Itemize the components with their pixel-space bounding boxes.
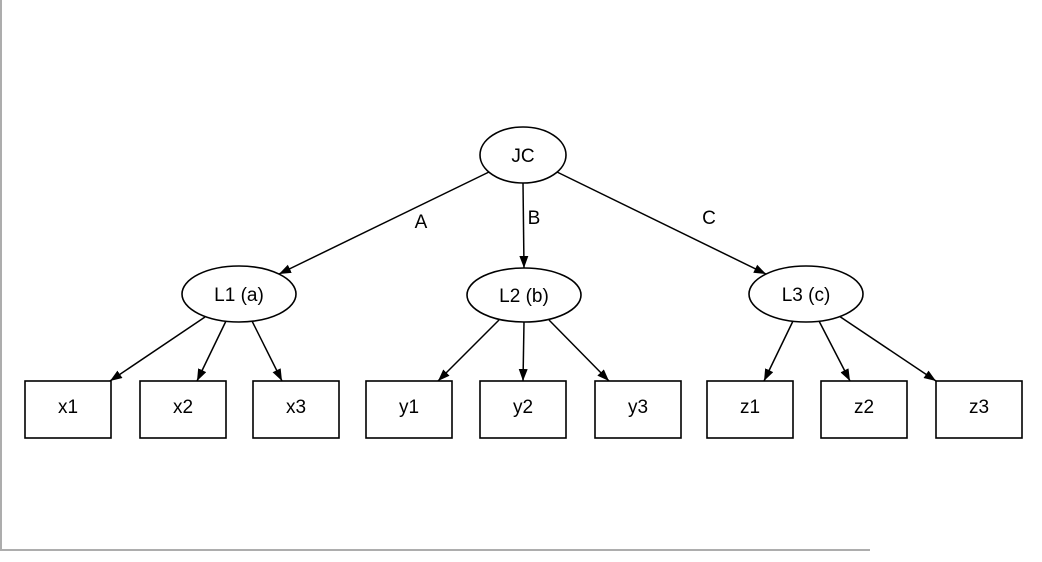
node-l1-shape [181,265,297,323]
edge-label-b: B [528,208,541,229]
node-jc-label: JC [511,146,534,167]
node-x2: x2 [139,380,227,439]
node-z1: z1 [706,380,794,439]
edge-l3-z3 [838,315,937,382]
node-x1-shape [24,380,112,439]
edge-l1-x1 [109,316,206,382]
node-y1: y1 [365,380,453,439]
edge-l1-x3 [251,320,283,382]
node-y2-shape [479,380,567,439]
edge-jc-l2 [519,182,529,269]
node-z1-label: z1 [740,397,760,418]
node-z2: z2 [820,380,908,439]
node-l2-label: L2 (b) [499,286,549,307]
node-x3-label: x3 [286,397,306,418]
node-z2-shape [820,380,908,439]
edge-labels: A B C [415,208,716,233]
node-x2-label: x2 [173,397,193,418]
edge-jc-l1 [278,171,490,275]
edge-label-a: A [415,212,428,233]
node-jc: JC [479,126,567,184]
node-x2-shape [139,380,227,439]
edge-label-c: C [702,208,716,229]
node-z2-label: z2 [854,397,874,418]
node-z3: z3 [935,380,1023,439]
node-y1-shape [365,380,453,439]
node-l3: L3 (c) [748,265,864,323]
window-left-border [0,0,2,551]
node-l3-label: L3 (c) [782,285,831,306]
window-bottom-border [0,549,870,551]
node-y3: y3 [594,380,682,439]
node-z3-label: z3 [969,397,989,418]
node-x3-shape [252,380,340,439]
node-x3: x3 [252,380,340,439]
edge-l3-z2 [818,320,851,382]
edge-jc-l3 [556,171,767,275]
node-l1: L1 (a) [181,265,297,323]
node-z3-shape [935,380,1023,439]
node-y2: y2 [479,380,567,439]
node-y1-label: y1 [399,397,419,418]
node-y2-label: y2 [513,397,533,418]
node-l1-label: L1 (a) [214,285,264,306]
node-x1-label: x1 [58,397,78,418]
node-y3-shape [594,380,682,439]
node-z1-shape [706,380,794,439]
node-l3-shape [748,265,864,323]
edge-l2-y2 [518,321,528,382]
node-l2: L2 (b) [466,267,582,323]
edge-l2-y1 [437,319,500,382]
edge-l1-x2 [196,320,227,382]
edge-l3-z1 [763,320,794,382]
node-y3-label: y3 [628,397,648,418]
node-l2-shape [466,267,582,323]
edge-l2-y3 [548,319,610,382]
node-x1: x1 [24,380,112,439]
node-jc-shape [479,126,567,184]
edges [109,171,937,382]
